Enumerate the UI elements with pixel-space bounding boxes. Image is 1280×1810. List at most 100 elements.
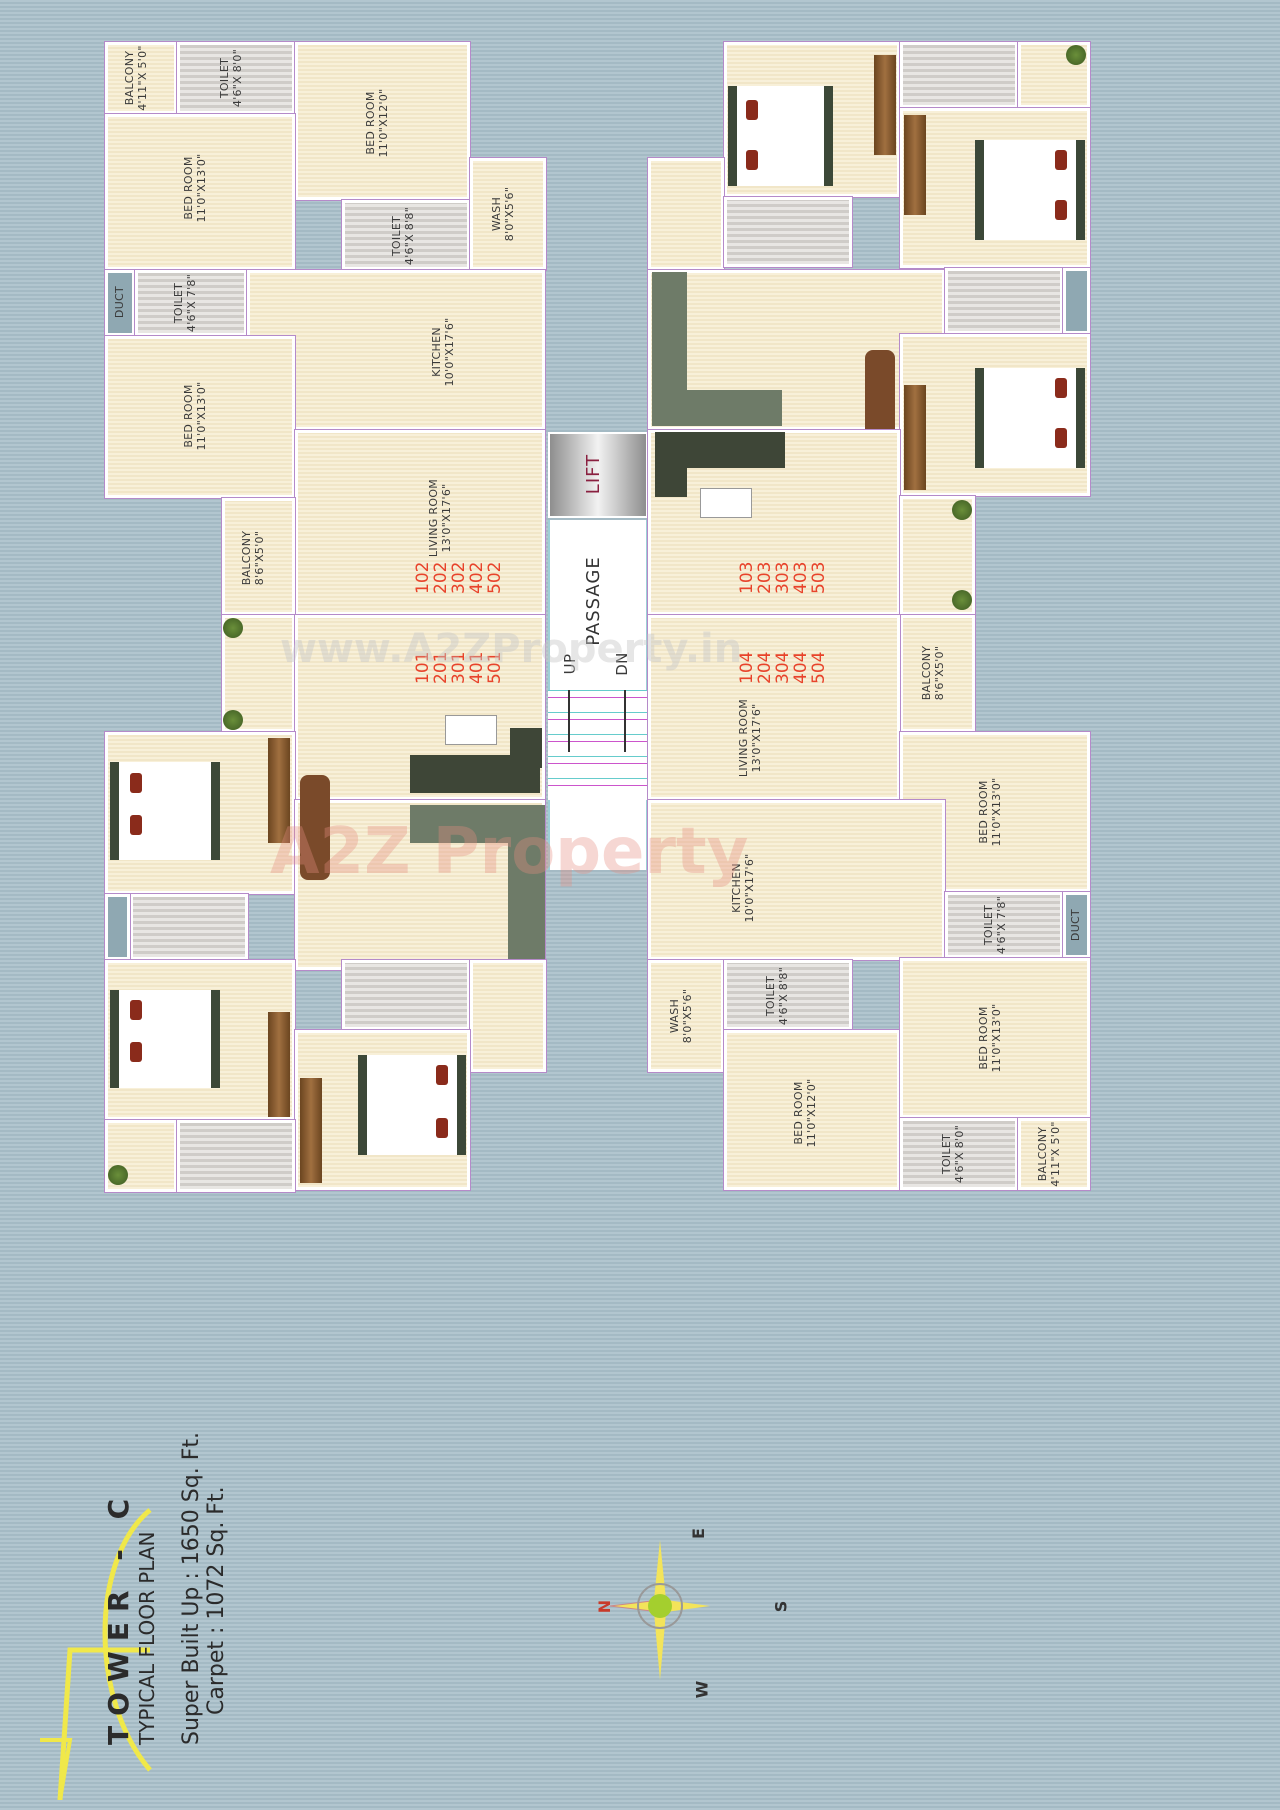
- pillow-icon: [130, 1000, 142, 1020]
- pillow-icon: [1055, 150, 1067, 170]
- site-watermark: www.A2ZProperty.in: [280, 626, 743, 672]
- kitchen-room: [247, 270, 545, 430]
- duct-room: [105, 270, 135, 336]
- wash-room: [648, 960, 724, 1072]
- living-room: [295, 430, 545, 615]
- toilet-room: [724, 197, 852, 267]
- kitchen-room: [648, 800, 945, 960]
- kitchen-counter-icon: [508, 805, 545, 970]
- compass-west-label: W: [692, 1680, 712, 1699]
- bedroom-room: [724, 1030, 900, 1190]
- tower-logo-icon: [30, 1500, 170, 1801]
- balcony-room: [105, 42, 177, 114]
- pillow-icon: [1055, 200, 1067, 220]
- kitchen-counter-icon: [652, 390, 782, 426]
- toilet-room: [342, 200, 470, 270]
- wash-room: [470, 158, 546, 270]
- passage-lower: [548, 800, 648, 870]
- lift-shaft: [548, 432, 648, 518]
- wardrobe-icon: [268, 1012, 290, 1117]
- tower-title: TOWER - C: [102, 1488, 135, 1745]
- coffee-table-icon: [700, 488, 752, 518]
- toilet-room: [342, 960, 470, 1030]
- bed-icon: [110, 990, 220, 1088]
- balcony-room: [222, 498, 295, 615]
- dining-table-icon: [300, 775, 330, 880]
- duct-label: DUCT: [113, 285, 126, 319]
- plant-icon: [952, 500, 972, 520]
- coffee-table-icon: [445, 715, 497, 745]
- wardrobe-icon: [904, 115, 926, 215]
- passage-area: [648, 158, 724, 270]
- pillow-icon: [436, 1065, 448, 1085]
- duct-room: [1063, 268, 1090, 334]
- bed-icon: [975, 140, 1085, 240]
- toilet-room: [177, 42, 295, 114]
- toilet-room: [945, 892, 1063, 958]
- staircase: [548, 690, 648, 800]
- plant-icon: [223, 618, 243, 638]
- duct-label: DUCT: [1069, 908, 1082, 942]
- bed-icon: [110, 762, 220, 860]
- wardrobe-icon: [268, 738, 290, 843]
- bedroom-room: [295, 42, 470, 200]
- brand-watermark: A2Z Property: [270, 815, 749, 889]
- toilet-room: [900, 42, 1018, 108]
- pillow-icon: [130, 1042, 142, 1062]
- pillow-icon: [1055, 428, 1067, 448]
- plant-icon: [952, 590, 972, 610]
- wash-room: [470, 960, 546, 1072]
- balcony-room: [1018, 1118, 1090, 1190]
- pillow-icon: [1055, 378, 1067, 398]
- compass-icon: [590, 1520, 730, 1720]
- compass-north-label: N: [595, 1599, 615, 1614]
- toilet-room: [900, 1118, 1018, 1190]
- duct-room: [105, 894, 130, 960]
- pillow-icon: [130, 815, 142, 835]
- living-room: [648, 615, 900, 800]
- lift-label: LIFT: [583, 453, 604, 495]
- bedroom-room: [900, 958, 1090, 1118]
- sofa-icon: [655, 432, 687, 497]
- duct-room: [1063, 892, 1090, 958]
- toilet-room: [945, 268, 1063, 334]
- pillow-icon: [130, 773, 142, 793]
- stair-up-arrow-icon: [568, 690, 570, 752]
- floor-plan-subtitle: TYPICAL FLOOR PLAN: [135, 1531, 159, 1745]
- wardrobe-icon: [300, 1078, 322, 1183]
- pillow-icon: [436, 1118, 448, 1138]
- compass-east-label: E: [688, 1528, 708, 1539]
- dining-table-icon: [865, 350, 895, 440]
- pillow-icon: [746, 150, 758, 170]
- bed-icon: [358, 1055, 466, 1155]
- plant-icon: [223, 710, 243, 730]
- bedroom-room: [105, 114, 295, 270]
- compass-south-label: S: [771, 1600, 791, 1613]
- balcony-room: [900, 615, 975, 732]
- bed-icon: [975, 368, 1085, 468]
- stair-down-arrow-icon: [624, 690, 626, 752]
